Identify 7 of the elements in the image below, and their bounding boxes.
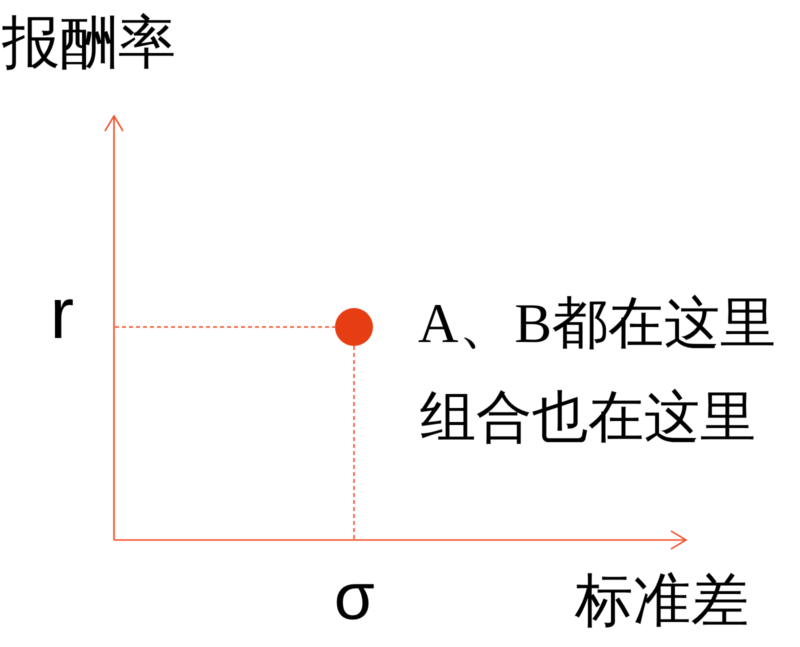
tick-label: σ [334, 563, 375, 629]
tick-label: r [50, 278, 74, 350]
data-point [335, 308, 373, 346]
annotation-text: 组合也在这里 [420, 390, 756, 446]
axis-title: 报酬率 [2, 14, 176, 72]
annotation-text: A、B都在这里 [418, 296, 776, 352]
axis-title: 标准差 [575, 572, 749, 630]
